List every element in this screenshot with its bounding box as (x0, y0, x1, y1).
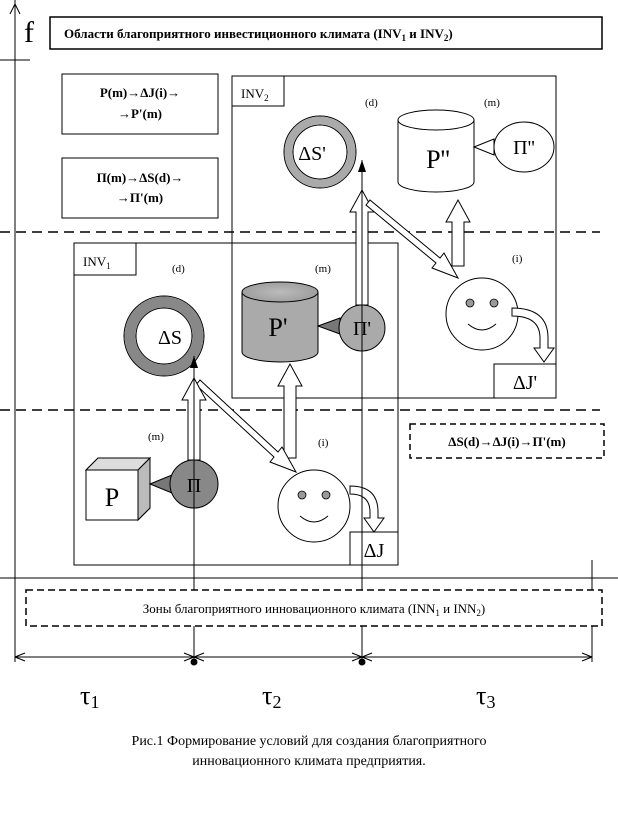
inv1-smiley (277, 469, 385, 543)
inv1-region: INV1 (d) (m) (m) (i) (73, 242, 399, 566)
arrow-ring2-to-smiley2 (365, 199, 460, 279)
time-intervals (14, 652, 593, 666)
inv1-cylinder-p-prime: P' (241, 281, 341, 363)
formula-box-3: ΔS(d)→ΔJ(i)→П'(m) (409, 423, 605, 459)
arrow-ring1-to-smiley1 (195, 379, 298, 473)
inv1-cube-p: P (84, 456, 173, 522)
inv2-ellipse-label: П'' (513, 137, 535, 159)
inv2-tag-m: (m) (484, 97, 500, 109)
tau-3-label: τ3 (476, 681, 495, 712)
inv2-cylinder-label: P'' (426, 145, 450, 174)
inv1-tag-d: (d) (172, 263, 185, 275)
footer-zone-box: Зоны благоприятного инновационного клима… (25, 589, 603, 627)
inv2-region: INV2 (d) (m) (i) (231, 75, 557, 399)
caption-line-1: Рис.1 Формирование условий для создания … (132, 734, 487, 749)
formula-2-line-1: П(m)→ΔS(d)→ (97, 170, 184, 185)
inv2-tag-d: (d) (365, 97, 378, 109)
formula-2-line-2: →П'(m) (117, 190, 163, 205)
inv2-smiley (445, 277, 555, 363)
formula-1-line-1: P(m)→ΔJ(i)→ (100, 85, 180, 100)
inv2-cylinder-p-double: P'' (397, 109, 495, 193)
inv1-delta-j-box: ΔJ (349, 531, 399, 566)
inv1-cube-label: P (105, 483, 119, 512)
arrow-smiley1-to-cyl1 (277, 362, 303, 459)
inv1-ring-delta-s: ΔS (123, 295, 205, 377)
header-title: Области благоприятного инвестиционного к… (64, 26, 453, 43)
inv1-tag-m: (m) (315, 263, 331, 275)
formula-3: ΔS(d)→ΔJ(i)→П'(m) (448, 434, 565, 449)
footer-zone-text: Зоны благоприятного инновационного клима… (143, 601, 486, 618)
formula-1-line-2: →P'(m) (118, 106, 162, 121)
inv1-delta-j-label: ΔJ (364, 540, 385, 562)
inv2-ellipse-pi-double: П'' (493, 121, 555, 173)
inv1-label: INV1 (83, 254, 111, 271)
inv2-delta-j-box: ΔJ' (493, 363, 557, 399)
inv1-tag-m2: (m) (148, 431, 164, 443)
tau-1-label: τ1 (80, 681, 99, 712)
f-axis-label: f (24, 16, 34, 49)
inv2-ring-delta-s-prime: ΔS' (283, 115, 357, 189)
tau-2-label: τ2 (262, 681, 281, 712)
f-axis: f (0, 0, 34, 660)
caption-line-2: инновационного климата предприятия. (192, 754, 426, 769)
inv1-ring-label: ΔS (158, 327, 182, 349)
formula-box-1: P(m)→ΔJ(i)→ →P'(m) (61, 73, 219, 135)
inv2-arrow-cyl-to-smiley (445, 198, 471, 267)
timeline-divider-2-arrowhead (358, 160, 366, 172)
header-title-box: Области благоприятного инвестиционного к… (49, 16, 603, 50)
formula-box-2: П(m)→ΔS(d)→ →П'(m) (61, 157, 219, 219)
inv2-tag-i: (i) (512, 253, 523, 265)
inv2-delta-j-label: ΔJ' (513, 372, 537, 394)
inv1-cylinder-label: P' (268, 313, 287, 342)
inv2-label: INV2 (241, 86, 269, 103)
inv2-ring-label: ΔS' (298, 143, 326, 165)
inv1-tag-i: (i) (318, 437, 329, 449)
timeline-divider-1-arrowhead (190, 356, 198, 368)
